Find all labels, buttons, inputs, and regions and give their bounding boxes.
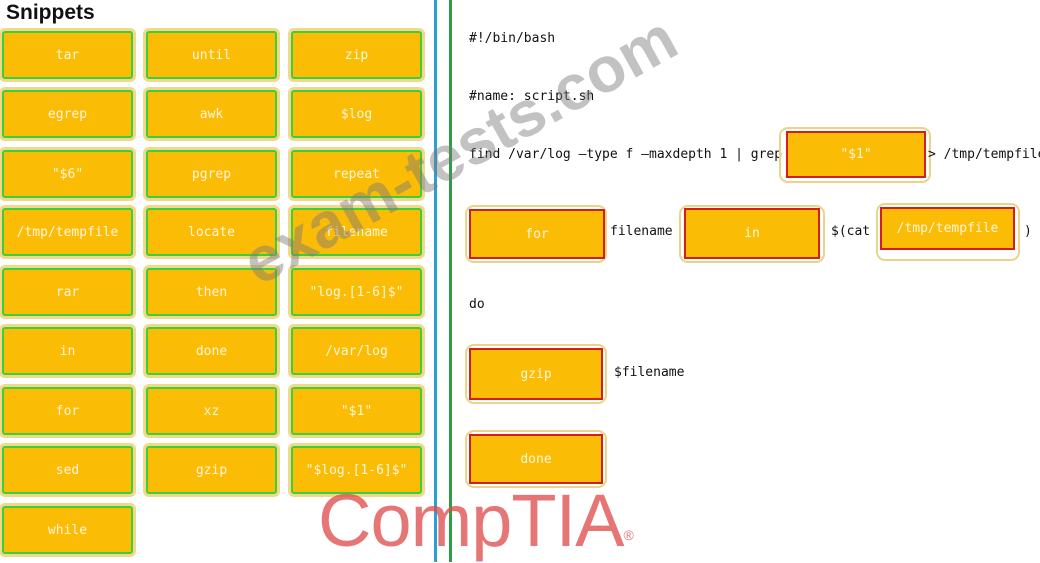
code-line-shebang: #!/bin/bash [469,31,556,46]
snippet-tile[interactable]: /tmp/tempfile [2,208,133,256]
code-loop-variable: filename [610,224,673,239]
snippet-tile[interactable]: sed [2,446,133,494]
snippet-tile[interactable]: in [2,327,133,375]
drop-slot-outline [465,430,607,488]
drop-slot-loop-keyword[interactable]: for [469,209,605,259]
snippets-title: Snippets [6,1,95,24]
code-line-find-prefix: find /var/log –type f –maxdepth 1 | grep [469,147,783,162]
snippet-tile[interactable]: $log [291,90,422,138]
panel-divider-green [449,0,452,562]
code-line-do: do [469,297,485,312]
drop-slot-outline [465,205,607,263]
code-line-name: #name: script.sh [469,89,595,104]
drop-slot-in-keyword[interactable]: in [684,208,820,259]
snippet-tile[interactable]: for [2,387,133,435]
snippet-tile[interactable]: "log.[1-6]$" [291,268,422,316]
snippet-tile[interactable]: tar [2,31,133,79]
snippet-tile[interactable]: xz [146,387,277,435]
snippet-tile[interactable]: while [2,506,133,554]
snippet-tile[interactable]: pgrep [146,150,277,198]
drop-slot-outline [679,205,825,263]
drop-slot-cat-file[interactable]: /tmp/tempfile [880,207,1015,250]
snippet-tile[interactable]: /var/log [291,327,422,375]
drop-slot-loop-end[interactable]: done [469,434,603,484]
snippet-tile[interactable]: filename [291,208,422,256]
panel-divider-blue [434,0,437,562]
registered-mark-icon: ® [623,527,634,543]
code-command-argument: $filename [614,365,685,380]
drop-slot-outline [779,127,931,183]
snippet-tile[interactable]: "$1" [291,387,422,435]
snippet-tile[interactable]: locate [146,208,277,256]
snippet-tile[interactable]: repeat [291,150,422,198]
drop-slot-outline [876,203,1020,261]
snippet-tile[interactable]: gzip [146,446,277,494]
snippet-tile[interactable]: "$log.[1-6]$" [291,446,422,494]
snippet-tile[interactable]: then [146,268,277,316]
drop-slot-outline [465,344,607,404]
code-cat-close: ) [1024,224,1032,239]
drop-slot-command[interactable]: gzip [469,348,603,400]
snippet-tile[interactable]: "$6" [2,150,133,198]
drop-slot-grep-pattern[interactable]: "$1" [786,131,926,178]
snippet-tile[interactable]: rar [2,268,133,316]
snippet-tile[interactable]: zip [291,31,422,79]
snippet-tile[interactable]: awk [146,90,277,138]
snippet-tile[interactable]: until [146,31,277,79]
code-line-find-suffix: > /tmp/tempfile [928,147,1040,162]
snippet-tile[interactable]: done [146,327,277,375]
code-cat-open: $(cat [831,224,871,239]
snippet-tile[interactable]: egrep [2,90,133,138]
